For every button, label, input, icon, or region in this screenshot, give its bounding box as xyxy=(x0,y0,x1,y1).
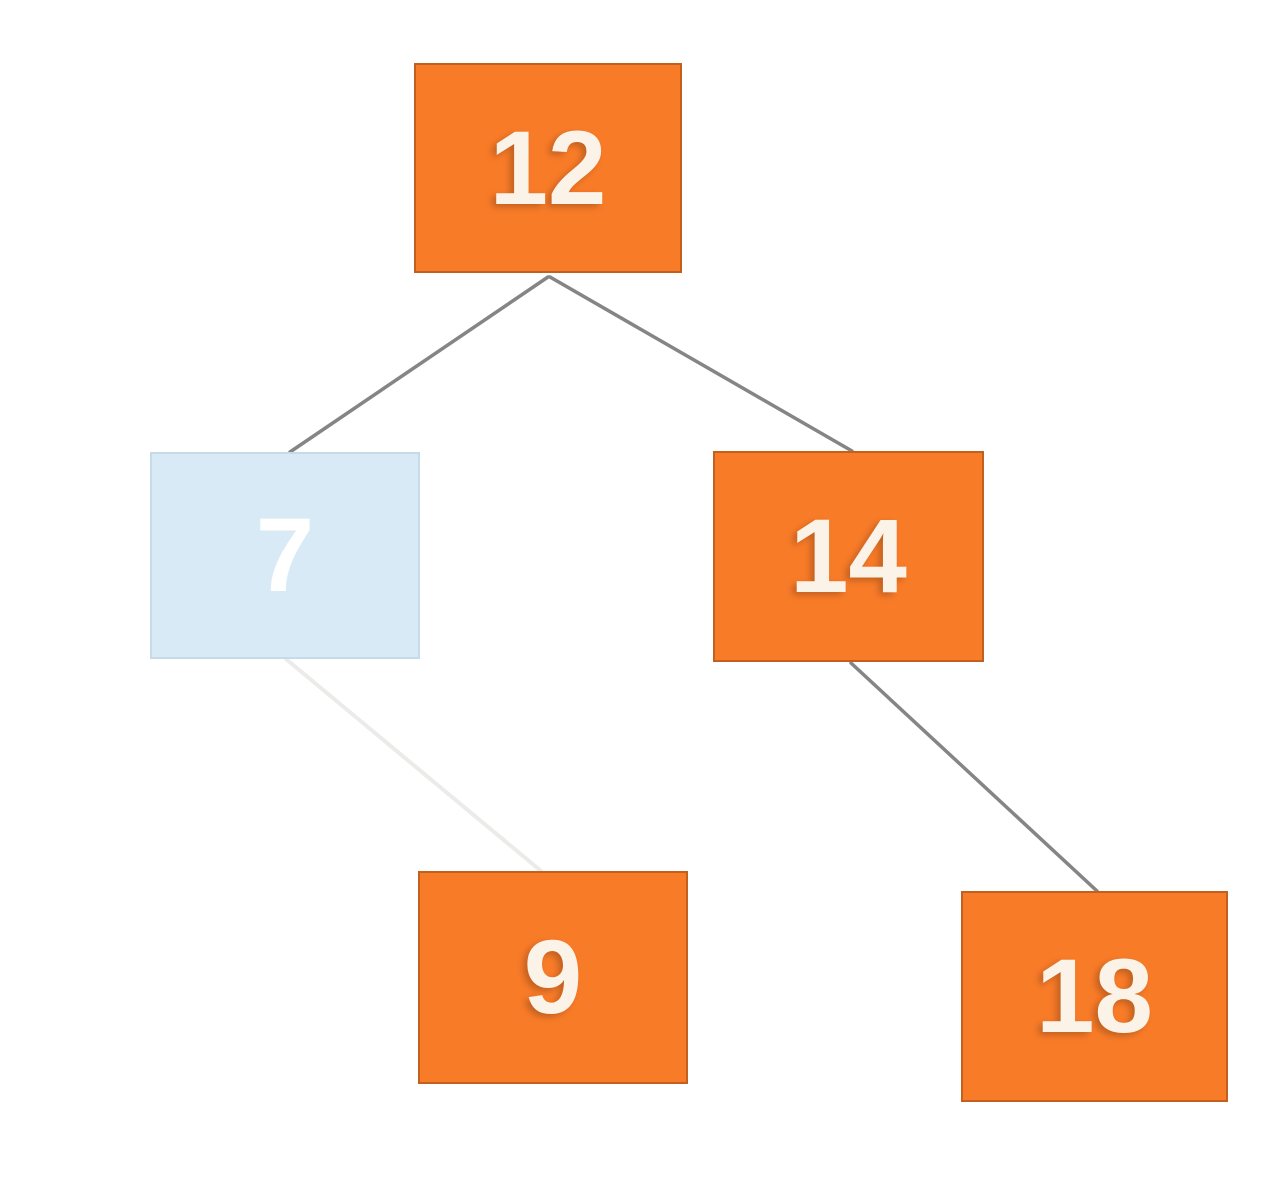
node-value: 18 xyxy=(1036,938,1153,1055)
tree-node-14: 14 xyxy=(713,451,984,662)
edge-12-to-7 xyxy=(288,275,550,454)
tree-node-7: 7 xyxy=(150,452,420,659)
edge-14-to-18 xyxy=(849,661,1099,893)
tree-node-18: 18 xyxy=(961,891,1228,1102)
edge-12-to-14 xyxy=(548,275,854,453)
edge-7-to-9 xyxy=(284,657,543,873)
node-value: 9 xyxy=(523,919,583,1036)
node-value: 12 xyxy=(489,109,607,227)
tree-node-12: 12 xyxy=(414,63,682,273)
node-value: 7 xyxy=(255,497,315,614)
tree-node-9: 9 xyxy=(418,871,688,1084)
node-value: 14 xyxy=(790,498,907,615)
